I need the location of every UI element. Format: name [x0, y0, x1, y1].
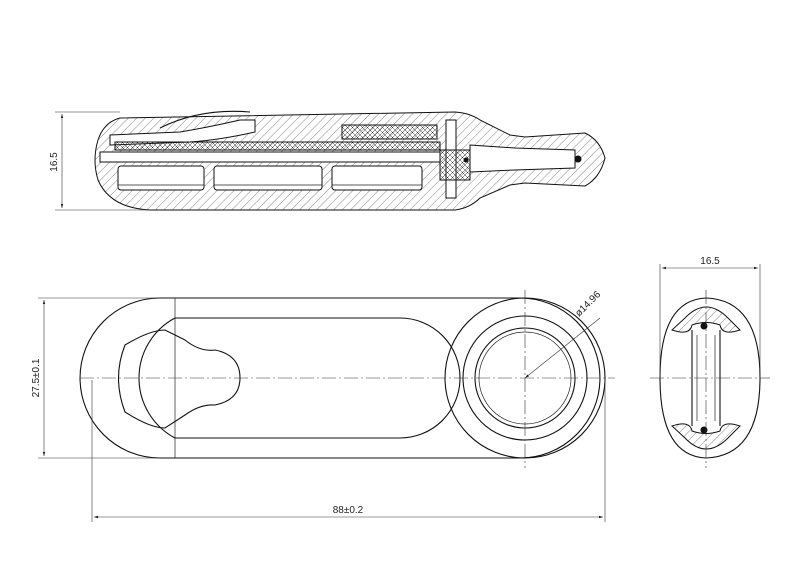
end-width-dimension: 16.5 [700, 256, 720, 267]
top-view: ø14.96 27.5±0.1 88±0.2 [31, 289, 615, 522]
side-oring [574, 155, 582, 163]
overall-length-dimension: 88±0.2 [333, 505, 364, 516]
side-clip-top [159, 110, 251, 129]
end-section-view: 16.5 [650, 256, 770, 468]
side-height-dimension: 16.5 [49, 152, 60, 172]
end-oring-bottom [700, 426, 708, 434]
end-bottom-lobe [671, 423, 741, 450]
side-cavity-3 [331, 165, 423, 191]
bore-diameter-dimension: ø14.96 [573, 289, 603, 319]
end-oring-top [700, 322, 708, 330]
side-xhatch-block [341, 124, 438, 140]
side-plug-core [439, 149, 471, 181]
side-cavity-1 [117, 165, 205, 191]
side-inner-channel [99, 151, 441, 163]
side-neck-channel [469, 144, 576, 173]
top-tongue [118, 329, 241, 429]
top-height-dimension: 27.5±0.1 [31, 358, 42, 397]
top-left-recess [138, 317, 176, 439]
side-clip-cutout [109, 119, 256, 146]
side-xhatch-strip [114, 141, 441, 151]
side-cavity-2 [213, 165, 323, 191]
side-section-view: 16.5 [49, 110, 606, 211]
